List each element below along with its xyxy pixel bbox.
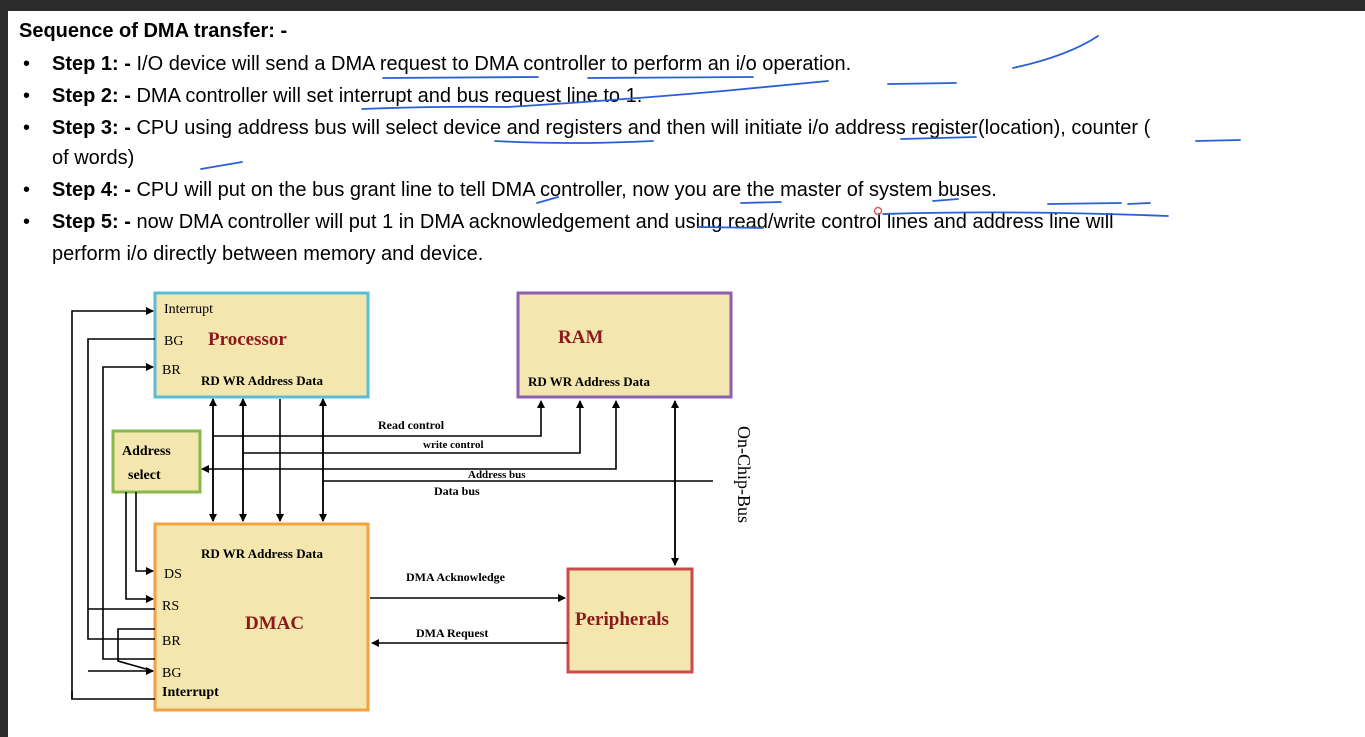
step-text-continuation: of words) xyxy=(52,147,135,169)
write-control-label: write control xyxy=(423,439,484,451)
dmac-ports-label: RD WR Address Data xyxy=(201,546,323,561)
processor-interrupt-label: Interrupt xyxy=(164,302,213,317)
bullet-icon: • xyxy=(23,53,31,75)
address-select-box xyxy=(111,429,202,494)
list-item: • Step 5: - now DMA controller will put 1… xyxy=(23,207,1114,238)
step-text: CPU using address bus will select device… xyxy=(130,117,1151,139)
dma-request-label: DMA Request xyxy=(416,626,488,640)
step-label: Step 2: - xyxy=(52,85,131,107)
step-label: Step 5: - xyxy=(52,211,131,233)
address-select-line1: Address xyxy=(122,444,171,459)
dmac-ds-label: DS xyxy=(164,567,182,582)
slide-page: Sequence of DMA transfer: - • Step 1: - I… xyxy=(8,11,1365,737)
window-top-bar xyxy=(0,0,1365,11)
step-text: CPU will put on the bus grant line to te… xyxy=(130,179,997,201)
list-item: • Step 4: - CPU will put on the bus grant… xyxy=(23,175,997,206)
processor-ports-label: RD WR Address Data xyxy=(201,373,323,388)
bullet-icon: • xyxy=(23,85,31,107)
dmac-title: DMAC xyxy=(245,613,304,634)
step-label: Step 1: - xyxy=(52,53,131,75)
peripherals-title: Peripherals xyxy=(575,609,669,630)
step-text: I/O device will send a DMA request to DM… xyxy=(130,53,852,75)
page-title: Sequence of DMA transfer: - xyxy=(19,20,288,42)
address-bus-label: Address bus xyxy=(468,469,526,481)
ram-title: RAM xyxy=(558,327,603,348)
processor-box xyxy=(153,291,370,399)
on-chip-bus-label: On-Chip-Bus xyxy=(734,426,754,523)
step-text: DMA controller will set interrupt and bu… xyxy=(130,85,643,107)
dma-acknowledge-label: DMA Acknowledge xyxy=(406,570,506,584)
list-item: • Step 2: - DMA controller will set inter… xyxy=(23,81,643,112)
read-control-label: Read control xyxy=(378,418,445,432)
list-item: • Step 1: - I/O device will send a DMA re… xyxy=(23,49,852,80)
step-label: Step 3: - xyxy=(52,117,131,139)
ram-box xyxy=(516,291,733,399)
address-select-line2: select xyxy=(128,468,161,483)
bullet-icon: • xyxy=(23,179,31,201)
dmac-box xyxy=(153,522,370,712)
dmac-interrupt-label: Interrupt xyxy=(162,685,219,700)
window-left-edge xyxy=(0,11,8,737)
bullet-icon: • xyxy=(23,117,31,139)
dmac-rs-label: RS xyxy=(162,599,179,614)
step-text: now DMA controller will put 1 in DMA ack… xyxy=(130,211,1114,233)
processor-br-label: BR xyxy=(162,363,181,378)
step-text-continuation: perform i/o directly between memory and … xyxy=(52,243,484,265)
step-label: Step 4: - xyxy=(52,179,131,201)
list-item: • Step 3: - CPU using address bus will se… xyxy=(23,113,1151,144)
bullet-icon: • xyxy=(23,211,31,233)
peripherals-box xyxy=(566,567,694,674)
dmac-bg-label: BG xyxy=(162,666,181,681)
data-bus-label: Data bus xyxy=(434,484,480,498)
processor-bg-label: BG xyxy=(164,334,183,349)
dma-block-diagram: Interrupt BG Processor BR RD WR Address … xyxy=(71,291,754,712)
processor-title: Processor xyxy=(208,329,287,350)
ram-ports-label: RD WR Address Data xyxy=(528,374,650,389)
dmac-br-label: BR xyxy=(162,634,181,649)
